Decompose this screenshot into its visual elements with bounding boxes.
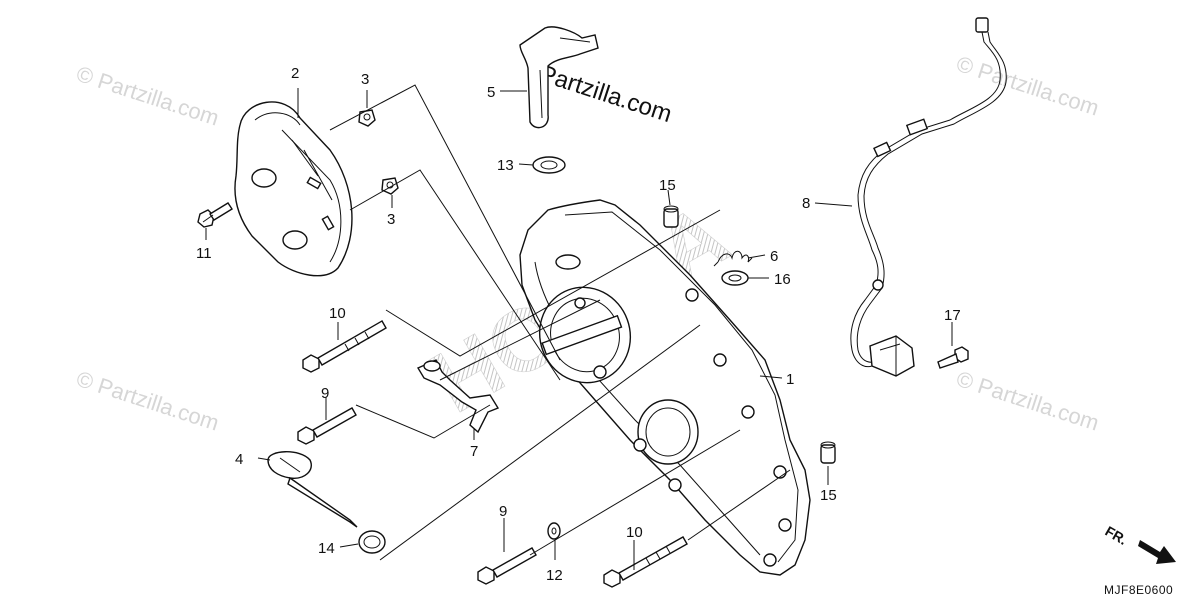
part-13-oil-seal — [532, 156, 566, 174]
part-15-dowel — [820, 441, 836, 464]
callout-15: 15 — [820, 487, 837, 504]
front-label: FR. — [1103, 523, 1131, 548]
watermark-text: © Partzilla.com — [73, 61, 222, 131]
part-10-bolt — [603, 536, 688, 588]
part-10-bolt — [302, 320, 387, 373]
diagram-code: MJF8E0600 — [1104, 583, 1173, 597]
site-watermark: Partzilla.com — [536, 60, 675, 128]
part-14-o-ring — [358, 530, 386, 554]
leader-lines — [202, 84, 953, 570]
front-direction-indicator: FR. — [1103, 523, 1176, 564]
callout-16: 16 — [774, 271, 791, 288]
part-9-bolt — [477, 547, 537, 585]
callout-14: 14 — [318, 540, 335, 557]
callout-2: 2 — [291, 65, 299, 82]
watermark-text: © Partzilla.com — [953, 366, 1102, 436]
part-3-grommet — [381, 177, 399, 195]
part-7-bracket — [416, 359, 500, 434]
watermark-text: © Partzilla.com — [73, 366, 222, 436]
part-6-spring — [713, 250, 753, 267]
callout-10: 10 — [626, 524, 643, 541]
callout-1: 1 — [786, 371, 794, 388]
part-5-shift-arm — [519, 26, 599, 129]
callout-9: 9 — [499, 503, 507, 520]
callout-9: 9 — [321, 385, 329, 402]
part-11-bolt — [197, 202, 233, 228]
callout-13: 13 — [497, 157, 514, 174]
part-15-dowel — [663, 205, 679, 228]
callout-11: 11 — [196, 245, 212, 262]
callout-8: 8 — [802, 195, 810, 212]
callout-7: 7 — [470, 443, 478, 460]
callout-12: 12 — [546, 567, 563, 584]
callout-3: 3 — [387, 211, 395, 228]
part-3-grommet — [358, 109, 376, 127]
part-2-cover — [234, 101, 353, 277]
part-12-washer — [547, 522, 561, 540]
part-1-crankcase-cover — [519, 199, 811, 576]
callout-15: 15 — [659, 177, 676, 194]
callout-5: 5 — [487, 84, 495, 101]
callout-17: 17 — [944, 307, 961, 324]
part-16-washer — [721, 270, 749, 286]
callout-6: 6 — [770, 248, 778, 265]
front-arrow-icon — [1138, 540, 1176, 564]
watermark-text: © Partzilla.com — [953, 51, 1102, 121]
callout-4: 4 — [235, 451, 243, 468]
part-17-bolt — [937, 346, 969, 369]
callout-10: 10 — [329, 305, 346, 322]
callout-3: 3 — [361, 71, 369, 88]
callout-labels: 2 3 3 11 5 13 15 6 16 1 8 17 15 10 9 4 1… — [196, 65, 961, 584]
part-9-bolt — [297, 407, 357, 445]
part-8-wire-harness — [850, 17, 1007, 377]
part-4-dipstick — [267, 451, 358, 528]
